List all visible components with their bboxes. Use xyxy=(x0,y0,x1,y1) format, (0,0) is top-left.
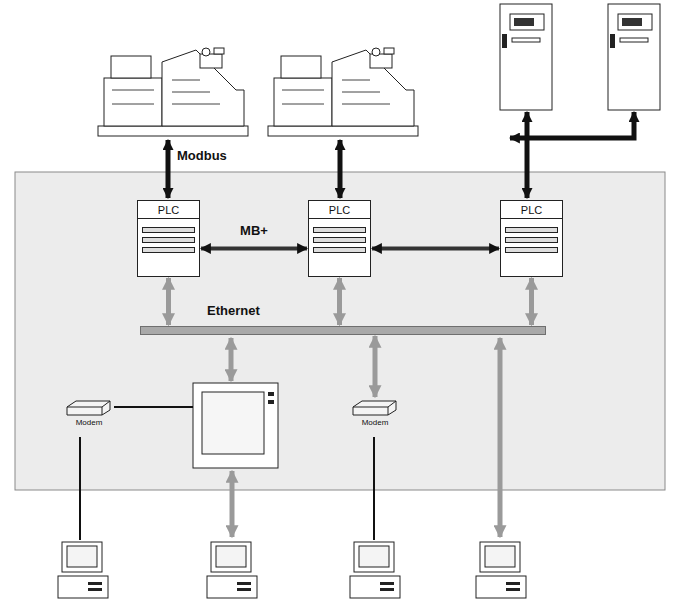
phone-line xyxy=(80,407,374,540)
touch-panel xyxy=(193,383,278,468)
plc-box: PLC xyxy=(137,200,200,277)
plc-module xyxy=(142,247,195,253)
switchgear-cabinet xyxy=(608,4,660,110)
plc-module xyxy=(313,237,366,243)
phone-line xyxy=(79,437,81,540)
ethernet-connector xyxy=(166,278,171,325)
switchgear-cabinet xyxy=(500,4,552,110)
plc-module xyxy=(313,247,366,253)
computer xyxy=(350,542,400,598)
mbplus-connector xyxy=(201,247,307,251)
modem-icon xyxy=(64,398,114,418)
modem-label: Modem xyxy=(60,418,118,428)
modbus-arrow xyxy=(338,140,343,198)
ethernet-link xyxy=(231,338,500,537)
modem-label: Modem xyxy=(346,418,404,428)
panel-button xyxy=(268,392,274,396)
generator-set xyxy=(98,48,248,136)
modem-icon xyxy=(350,398,400,418)
modbus-arrow xyxy=(166,140,171,198)
plc-label: PLC xyxy=(309,201,370,219)
computer xyxy=(207,542,257,598)
modbus-branch xyxy=(510,112,634,138)
bus-label: Ethernet xyxy=(207,303,260,318)
network-panel xyxy=(15,172,665,490)
modem-body xyxy=(353,401,396,415)
plc-module xyxy=(505,247,558,253)
ethernet-connector xyxy=(529,278,534,325)
plc-box: PLC xyxy=(500,200,563,277)
protocol-label: Modbus xyxy=(177,148,227,163)
ethernet-arrow xyxy=(498,338,503,537)
modem-body xyxy=(67,401,110,415)
serial-line xyxy=(114,406,193,408)
ethernet-arrow xyxy=(230,471,235,537)
computer xyxy=(58,542,108,598)
mbplus-connector xyxy=(372,247,499,251)
panel-frame xyxy=(193,383,278,468)
modbus-arrow xyxy=(525,112,530,198)
plc-module xyxy=(313,227,366,233)
generator-set xyxy=(268,48,418,136)
modem-edge xyxy=(67,401,110,415)
ethernet-bus: Ethernet xyxy=(140,326,546,335)
modem-edge xyxy=(353,401,396,415)
modbus-link xyxy=(168,112,634,198)
plc-box: PLC xyxy=(308,200,371,277)
modem: Modem xyxy=(60,398,118,428)
link-label: MB+ xyxy=(240,223,268,238)
ethernet-connector xyxy=(373,336,378,397)
plc-label: PLC xyxy=(138,201,199,219)
plc-label: PLC xyxy=(501,201,562,219)
modem: Modem xyxy=(346,398,404,428)
plc-module xyxy=(142,237,195,243)
panel-button xyxy=(268,400,274,404)
computer xyxy=(476,542,526,598)
plc-module xyxy=(505,227,558,233)
plc-module xyxy=(142,227,195,233)
ethernet-connector xyxy=(337,278,342,325)
ethernet-arrow xyxy=(229,338,234,381)
panel-screen xyxy=(202,392,264,454)
plc-module xyxy=(505,237,558,243)
phone-line xyxy=(373,437,375,540)
